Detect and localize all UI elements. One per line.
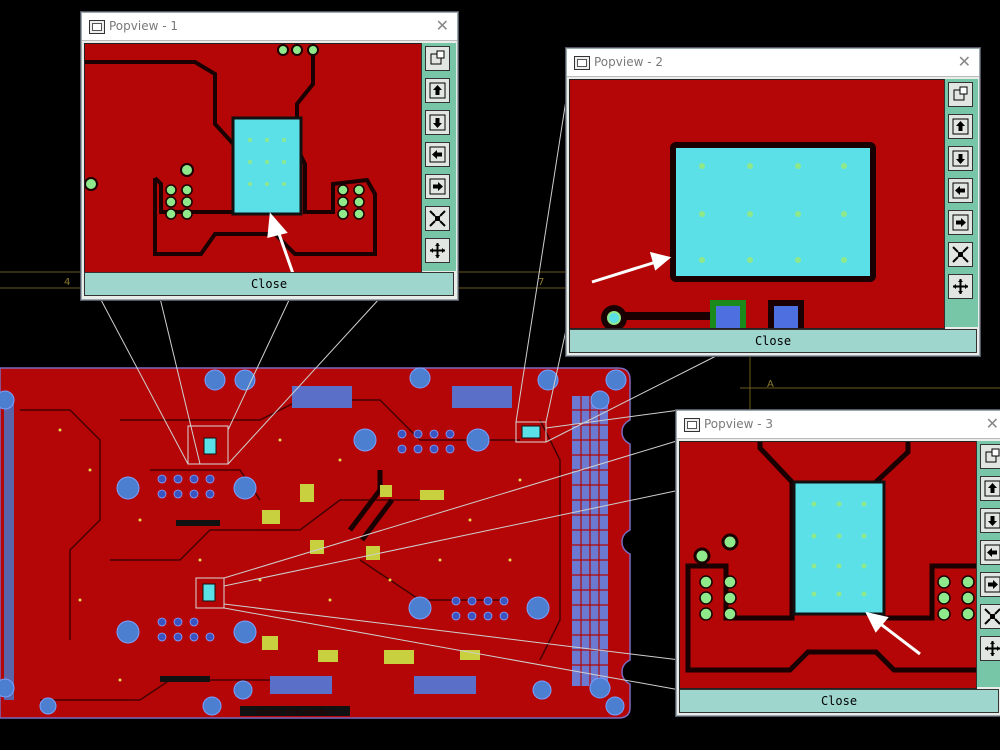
via-clusters [157,429,509,642]
popview-toolbar [976,441,1000,687]
popview-toolbar [421,43,456,271]
via-top [85,44,319,191]
zoom-in-icon[interactable] [425,206,450,231]
black-component-bars [160,520,350,716]
popview-toolbar [944,79,978,327]
pan-left-icon[interactable] [425,142,450,167]
ic-pin-rows [270,386,512,694]
zoom-fit-icon[interactable] [980,444,1000,469]
app-icon [89,20,105,34]
popview-title: Popview - 2 [594,55,663,69]
popview-title-bar[interactable]: Popview - 1 ✕ [82,13,457,41]
pad-center [231,116,303,216]
popview-title: Popview - 3 [704,417,773,431]
via-top [693,533,739,565]
connector-left [4,400,14,700]
silkscreen-label: REVERSE VIEW ASSEMBLY [256,709,332,716]
popview-title-bar[interactable]: Popview - 2 ✕ [567,49,979,77]
pad-center-vias [811,501,867,597]
popview-title: Popview - 1 [109,19,178,33]
pan-up-icon[interactable] [425,78,450,103]
zoom-in-icon[interactable] [980,604,1000,629]
ruler-lines [0,271,1000,410]
pan-up-icon[interactable] [948,114,973,139]
pan-right-icon[interactable] [425,174,450,199]
zoom-in-icon[interactable] [948,242,973,267]
app-icon [574,56,590,70]
zoom-out-icon[interactable] [948,274,973,299]
callout-lines [99,99,721,691]
zoom-fit-icon[interactable] [948,82,973,107]
pan-left-icon[interactable] [980,540,1000,565]
component-clusters [262,484,480,664]
popview-canvas[interactable] [679,441,977,689]
via-group-right [337,184,365,220]
mounting-holes [0,367,627,716]
zoom-fit-icon[interactable] [425,46,450,71]
app-icon [684,418,700,432]
pad-center-vias [248,138,286,186]
popview-window-1[interactable]: Popview - 1 ✕ [81,12,458,300]
pan-down-icon[interactable] [980,508,1000,533]
close-icon[interactable]: ✕ [957,52,971,71]
trace-outline [85,46,377,256]
via-group-left [699,575,737,621]
popview-canvas[interactable] [569,79,945,329]
zoom-source-pads [202,425,541,602]
popview-title-bar[interactable]: Popview - 3 ✕ [677,411,1000,439]
zoom-out-icon[interactable] [980,636,1000,661]
ruler-mark-7: 7 [538,277,544,288]
ruler-mark-4: 4 [64,277,70,288]
popview-window-3[interactable]: Popview - 3 ✕ [676,410,1000,716]
bottom-components [601,300,804,328]
silk-dots [58,428,522,682]
pan-right-icon[interactable] [948,210,973,235]
close-button[interactable]: Close [679,689,999,713]
via-group-left [165,184,193,220]
close-icon[interactable]: ✕ [985,414,999,433]
pan-down-icon[interactable] [425,110,450,135]
close-button[interactable]: Close [569,329,977,353]
popview-window-2[interactable]: Popview - 2 ✕ [566,48,980,356]
zoom-source-regions [187,421,547,609]
pan-up-icon[interactable] [980,476,1000,501]
popview-canvas[interactable] [84,43,422,273]
pointer-arrow [865,611,921,656]
pad-center-vias [699,163,847,263]
zoom-out-icon[interactable] [425,238,450,263]
pointer-arrow [267,212,295,272]
pointer-arrow [591,251,672,284]
close-icon[interactable]: ✕ [435,16,449,35]
ruler-mark-a: A [767,379,774,390]
pan-left-icon[interactable] [948,178,973,203]
pan-down-icon[interactable] [948,146,973,171]
pan-right-icon[interactable] [980,572,1000,597]
via-group-right [937,575,975,621]
close-button[interactable]: Close [84,272,454,296]
